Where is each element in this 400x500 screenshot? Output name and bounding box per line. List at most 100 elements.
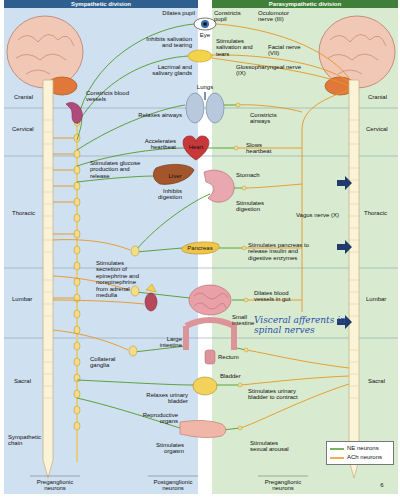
nerve-fiber xyxy=(77,24,194,122)
organ-label: Relaxes urinary bladder xyxy=(140,392,188,405)
organ-label: Collateral ganglia xyxy=(90,356,130,369)
eye xyxy=(194,18,216,30)
ganglion xyxy=(242,246,246,250)
cord-segments xyxy=(349,120,359,398)
nerve-fiber xyxy=(212,58,349,86)
region-divider xyxy=(4,338,398,339)
ganglion xyxy=(74,150,80,158)
organ-label: Glossopharyngeal nerve (IX) xyxy=(236,64,312,77)
organ-label: Dilates pupil xyxy=(150,10,195,16)
ganglion xyxy=(74,166,80,174)
bladder xyxy=(193,377,217,395)
nerve-fiber xyxy=(217,385,240,386)
organ-label: Thoracic xyxy=(364,210,396,216)
ganglion xyxy=(74,406,80,414)
nerve-fiber xyxy=(136,248,182,252)
region-divider xyxy=(4,268,398,269)
legend-line-sample xyxy=(330,446,344,452)
nerve-fiber xyxy=(232,300,246,301)
organ-label: Facial nerve (VII) xyxy=(268,44,308,57)
nerve-fiber xyxy=(136,194,210,250)
panel-heading: Sympathetic division xyxy=(4,0,198,8)
nerve-fiber xyxy=(77,114,82,140)
trachea xyxy=(204,92,206,100)
ganglion xyxy=(74,374,80,382)
nerve-fiber xyxy=(212,55,349,82)
sympathetic-chain xyxy=(76,118,78,462)
organ-label: Bladder xyxy=(220,373,250,379)
organ-label: Inhibits salivation and tearing xyxy=(140,36,192,49)
organ-label: Stimulates orgasm xyxy=(140,442,184,455)
spinal-cord xyxy=(349,80,359,478)
organ-label: Lumbar xyxy=(366,296,396,302)
stomach xyxy=(204,170,234,202)
nerve-fiber xyxy=(77,176,156,182)
organ-label: Stimulates sexual arousal xyxy=(250,440,296,453)
reproductive-organ xyxy=(180,420,226,437)
pancreas xyxy=(182,242,220,254)
postganglionic-fibers xyxy=(77,24,210,428)
chain-ganglia xyxy=(74,118,80,430)
ganglion xyxy=(74,262,80,270)
organ-label: Stimulates salivation and tears xyxy=(216,38,260,57)
ganglion xyxy=(244,348,248,352)
organ-label: Stimulates glucose production and releas… xyxy=(90,160,144,179)
nerve-fiber xyxy=(53,154,74,155)
lung xyxy=(206,93,224,123)
ganglion xyxy=(236,103,240,107)
nerve-fiber xyxy=(238,105,302,112)
nerve-fiber xyxy=(222,428,240,430)
legend-box: NE neuronsACh neurons xyxy=(326,441,394,465)
organ-label: Cranial xyxy=(368,94,398,100)
panel-heading: Parasympathetic division xyxy=(212,0,398,8)
organ-label: Dilates blood vessels in gut xyxy=(254,290,300,303)
nerve-fiber xyxy=(224,105,238,106)
organ-label: Thoracic xyxy=(12,210,42,216)
nerve-fiber xyxy=(53,298,74,299)
organ-label: Slows heartbeat xyxy=(246,142,286,155)
heart xyxy=(183,136,209,160)
nerve-fiber xyxy=(136,292,190,298)
ganglion xyxy=(74,246,80,254)
ganglion xyxy=(74,198,80,206)
region-divider xyxy=(4,156,398,157)
legend-line xyxy=(330,457,344,459)
annotation-arrow xyxy=(337,176,352,190)
legend-row: NE neurons xyxy=(330,444,390,453)
iris xyxy=(201,20,209,28)
brain xyxy=(319,16,395,88)
ganglion xyxy=(74,278,80,286)
ganglion xyxy=(74,390,80,398)
nerve-fiber xyxy=(234,188,244,189)
ganglion xyxy=(74,326,80,334)
rectum xyxy=(205,350,215,364)
nerve-fiber xyxy=(240,376,349,385)
parasympathetic-postganglionic xyxy=(208,105,246,430)
nerve-fiber xyxy=(53,138,74,139)
ganglion xyxy=(74,422,80,430)
vagus-nerve xyxy=(302,90,349,312)
nerve-fiber xyxy=(216,24,349,78)
cord-segments xyxy=(43,120,53,398)
liver xyxy=(153,164,194,184)
nerve-fiber xyxy=(232,347,246,350)
region-divider xyxy=(4,108,398,109)
organ-label: Preganglionic neurons xyxy=(28,479,82,492)
legend-line xyxy=(330,448,344,450)
nerve-fiber xyxy=(240,384,349,428)
organ-label: Constricts pupil xyxy=(214,10,252,23)
organ-label: Accelerates heartbeat xyxy=(128,138,176,151)
ganglion xyxy=(74,230,80,238)
nerve-fiber xyxy=(53,234,74,235)
organ-label: Large intestine xyxy=(150,336,182,349)
ganglion xyxy=(234,146,238,150)
handwritten-note: Visceral afferents in spinal nerves xyxy=(254,316,346,335)
adrenal-gland xyxy=(146,284,156,292)
organ-label: Oculomotor nerve (III) xyxy=(258,10,302,23)
terminal-ganglia xyxy=(234,103,248,430)
ganglion xyxy=(74,342,80,350)
organ-label: Lungs xyxy=(191,84,219,90)
annotation-arrow xyxy=(337,240,352,254)
nerve-fiber xyxy=(246,350,349,368)
